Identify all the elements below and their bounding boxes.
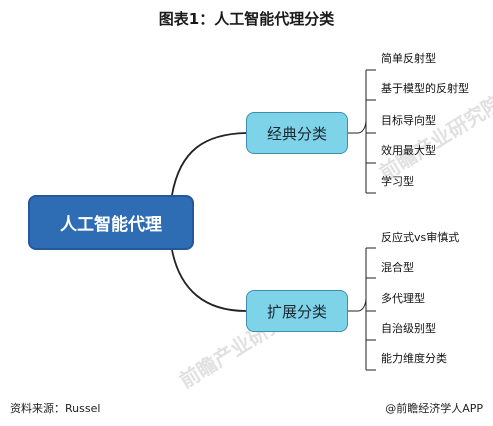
leaf-classic-2: 基于模型的反射型 xyxy=(381,82,469,95)
root-node: 人工智能代理 xyxy=(28,195,194,250)
leaf-classic-4: 效用最大型 xyxy=(381,144,436,157)
source-note: 资料来源：Russel xyxy=(10,402,101,415)
link-root-classic xyxy=(171,132,247,196)
branch-extended: 扩展分类 xyxy=(246,290,348,332)
branch-extended-label: 扩展分类 xyxy=(266,302,327,321)
leaf-classic-5: 学习型 xyxy=(381,175,414,188)
figure-title: 图表1：人工智能代理分类 xyxy=(158,10,335,28)
link-root-extended xyxy=(171,249,247,312)
leaf-ticks-extended xyxy=(366,247,376,371)
branch-classic: 经典分类 xyxy=(246,112,348,154)
leaf-classic-3: 目标导向型 xyxy=(381,114,436,127)
leaf-extended-3: 多代理型 xyxy=(381,292,425,305)
brand-credit: @前瞻经济学人APP xyxy=(385,402,483,415)
leaf-extended-2: 混合型 xyxy=(381,261,414,274)
leaf-extended-4: 自治级别型 xyxy=(381,322,436,335)
root-label: 人工智能代理 xyxy=(60,215,162,235)
bracket-extended xyxy=(348,247,376,371)
bracket-classic xyxy=(348,69,376,194)
branch-classic-label: 经典分类 xyxy=(266,124,327,143)
leaf-classic-1: 简单反射型 xyxy=(381,52,436,65)
leaf-ticks-classic xyxy=(366,69,376,194)
leaf-extended-5: 能力维度分类 xyxy=(381,352,447,365)
leaf-extended-1: 反应式vs审慎式 xyxy=(381,231,460,244)
